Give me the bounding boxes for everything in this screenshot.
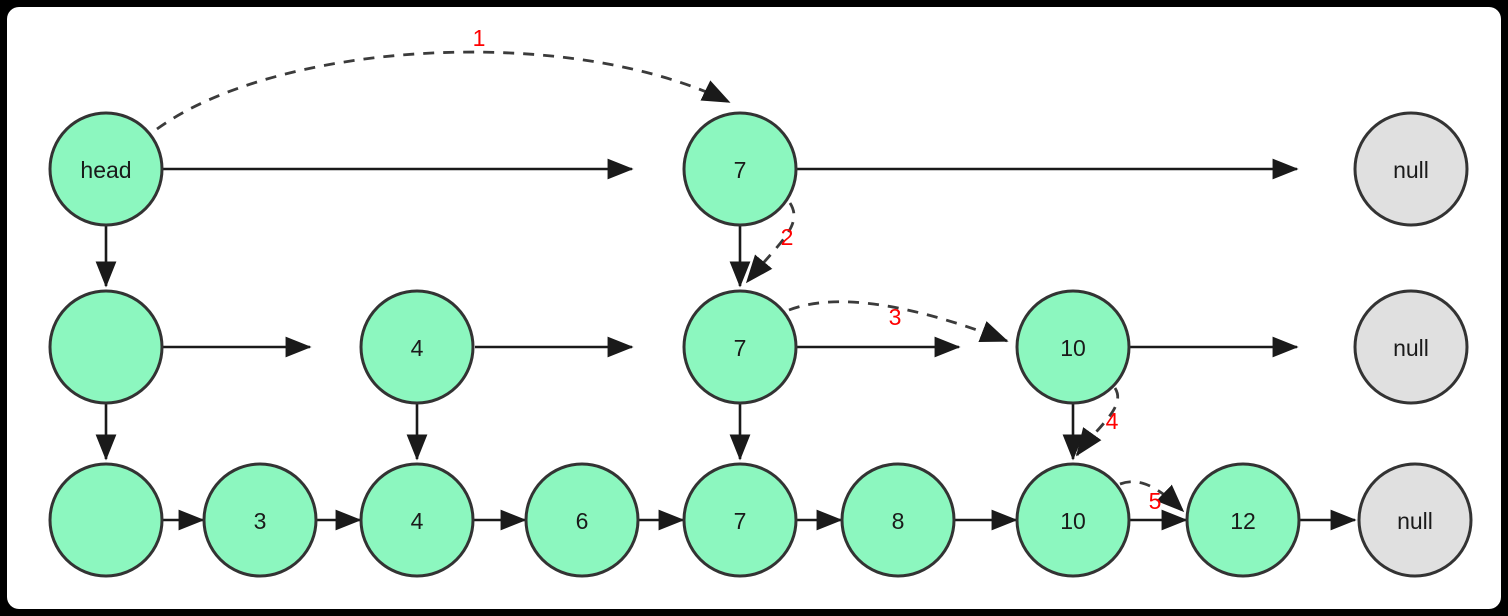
node-null-level3[interactable]: null bbox=[1353, 111, 1469, 227]
node-circle[interactable] bbox=[48, 111, 164, 227]
node-circle[interactable] bbox=[682, 111, 798, 227]
node-label: null bbox=[1393, 157, 1429, 183]
search-step-1-label: 1 bbox=[473, 25, 486, 51]
node-8-level1[interactable]: 8 bbox=[840, 462, 956, 578]
node-label: 10 bbox=[1060, 335, 1086, 361]
tower-edges bbox=[95, 219, 1084, 461]
node-label: head bbox=[80, 157, 131, 183]
node-label: 4 bbox=[411, 508, 424, 534]
node-circle[interactable] bbox=[1353, 289, 1469, 405]
node-4-level1[interactable]: 4 bbox=[359, 462, 475, 578]
node-label: 10 bbox=[1060, 508, 1086, 534]
node-label: 3 bbox=[254, 508, 267, 534]
node-3-level1[interactable]: 3 bbox=[202, 462, 318, 578]
node-label: 12 bbox=[1230, 508, 1256, 534]
search-step-3-curve bbox=[788, 300, 1009, 343]
node-circle[interactable] bbox=[48, 462, 164, 578]
diagram-surface: head 7 null 4 7 bbox=[7, 7, 1501, 609]
node-7-level2[interactable]: 7 bbox=[682, 289, 798, 405]
search-step-2-label: 2 bbox=[781, 224, 794, 250]
search-step-5-curve bbox=[1119, 480, 1185, 513]
node-10-level1[interactable]: 10 bbox=[1015, 462, 1131, 578]
search-path-curves bbox=[156, 50, 1185, 513]
node-label: 7 bbox=[734, 157, 747, 183]
node-circle[interactable] bbox=[682, 462, 798, 578]
search-step-3-label: 3 bbox=[889, 304, 902, 330]
node-circle[interactable] bbox=[48, 289, 164, 405]
node-10-level2[interactable]: 10 bbox=[1015, 289, 1131, 405]
node-circle[interactable] bbox=[202, 462, 318, 578]
search-step-1-curve bbox=[156, 50, 731, 131]
search-step-2-curve bbox=[745, 202, 796, 284]
node-label: 8 bbox=[892, 508, 905, 534]
search-step-4-label: 4 bbox=[1106, 408, 1119, 434]
search-step-4-curve bbox=[1075, 387, 1119, 457]
node-12-level1[interactable]: 12 bbox=[1185, 462, 1301, 578]
node-circle[interactable] bbox=[1015, 289, 1131, 405]
node-circle[interactable] bbox=[840, 462, 956, 578]
node-circle[interactable] bbox=[359, 462, 475, 578]
node-label: 6 bbox=[576, 508, 589, 534]
node-circle[interactable] bbox=[1015, 462, 1131, 578]
node-head-level2[interactable] bbox=[48, 289, 164, 405]
node-null-level1[interactable]: null bbox=[1357, 462, 1473, 578]
search-step-5-label: 5 bbox=[1149, 488, 1162, 514]
node-4-level2[interactable]: 4 bbox=[359, 289, 475, 405]
node-label: null bbox=[1393, 335, 1429, 361]
node-7-level1[interactable]: 7 bbox=[682, 462, 798, 578]
node-circle[interactable] bbox=[524, 462, 640, 578]
node-head-level3[interactable]: head bbox=[48, 111, 164, 227]
node-circle[interactable] bbox=[1353, 111, 1469, 227]
node-label: null bbox=[1397, 508, 1433, 534]
node-label: 7 bbox=[734, 335, 747, 361]
node-7-level3[interactable]: 7 bbox=[682, 111, 798, 227]
node-circle[interactable] bbox=[359, 289, 475, 405]
skip-list-diagram: head 7 null 4 7 bbox=[48, 25, 1473, 578]
node-circle[interactable] bbox=[1185, 462, 1301, 578]
node-label: 7 bbox=[734, 508, 747, 534]
node-circle[interactable] bbox=[1357, 462, 1473, 578]
node-6-level1[interactable]: 6 bbox=[524, 462, 640, 578]
node-null-level2[interactable]: null bbox=[1353, 289, 1469, 405]
node-circle[interactable] bbox=[682, 289, 798, 405]
node-head-level1[interactable] bbox=[48, 462, 164, 578]
node-label: 4 bbox=[411, 335, 424, 361]
